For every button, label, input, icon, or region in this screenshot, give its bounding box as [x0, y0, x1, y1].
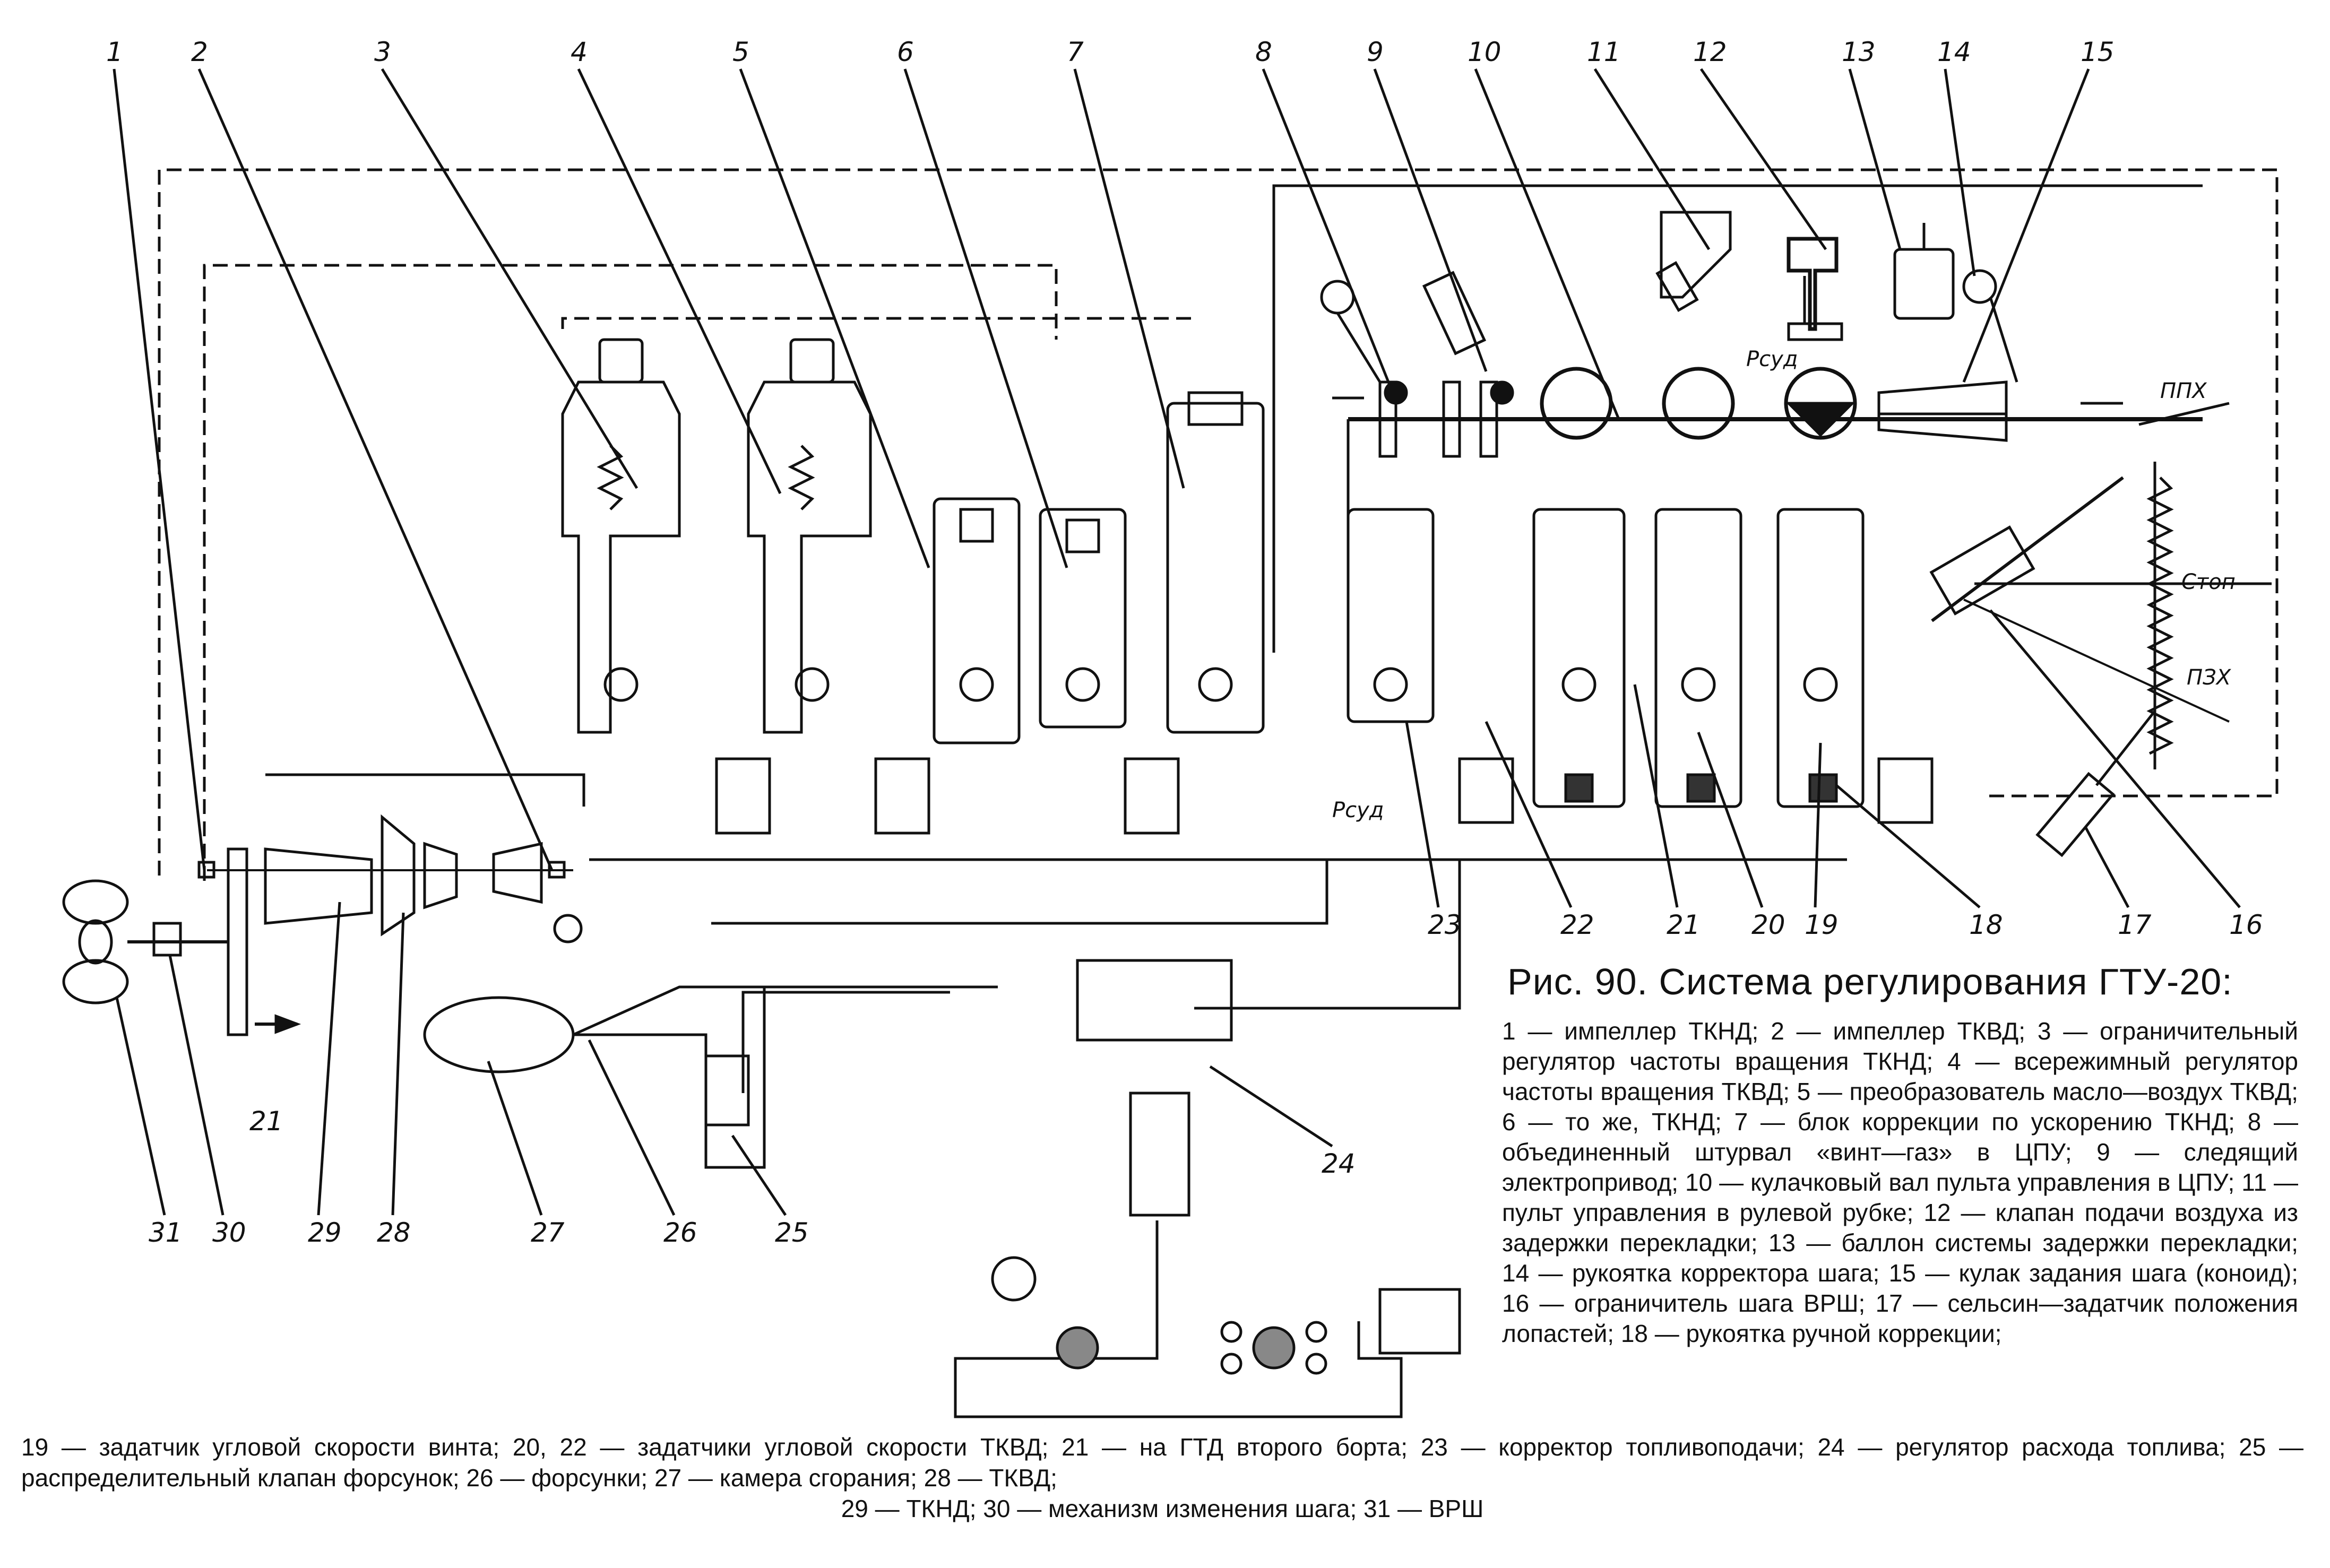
bottom-callouts: 31 30 29 28 27 26 25 24 23 22 21 20 19 1…: [115, 609, 2263, 1248]
callout-18: 18: [1969, 909, 2003, 940]
speed-setters: Pсуд: [1332, 508, 1934, 824]
callout-12: 12: [1693, 37, 1727, 67]
callout-20: 20: [1751, 909, 1785, 940]
callout-31: 31: [149, 1217, 183, 1248]
dashed-control-lines: [158, 168, 2279, 881]
callout-6: 6: [897, 37, 914, 67]
legend-right: 1 — импеллер ТКНД; 2 — импеллер ТКВД; 3 …: [1502, 1017, 2298, 1347]
fuel-pumps: [991, 1256, 1461, 1375]
callout-10: 10: [1468, 37, 1501, 67]
legend-bottom: 19 — задатчик угловой скорости винта; 20…: [21, 1432, 2303, 1524]
callout-23: 23: [1428, 909, 1462, 940]
callout-11: 11: [1587, 37, 1621, 67]
camshaft-assembly: [1272, 184, 2203, 653]
callout-1: 1: [106, 37, 123, 67]
callout-26: 26: [663, 1217, 697, 1248]
p-sud-top-label: Pсуд: [1746, 347, 1798, 371]
callout-9: 9: [1367, 37, 1384, 67]
callout-24: 24: [1322, 1148, 1356, 1179]
callout-4: 4: [571, 37, 588, 67]
callout-25: 25: [775, 1217, 809, 1248]
legend-bottom-last: 29 — ТКНД; 30 — механизм изменения шага;…: [841, 1495, 1484, 1522]
wheelhouse-devices: Pсуд: [1655, 211, 2018, 383]
callout-5: 5: [732, 37, 749, 67]
ppx-label: ППХ: [2160, 379, 2207, 403]
top-callouts: 1 2 3 4 5 6 7 8 9 10 11 12 13 14 15: [106, 37, 2115, 871]
callout-22: 22: [1560, 909, 1594, 940]
callout-30: 30: [212, 1217, 246, 1248]
callout-15: 15: [2081, 37, 2115, 67]
callout-8: 8: [1255, 37, 1272, 67]
pitch-limiter: ППХ Стоп ПЗХ: [1929, 379, 2272, 857]
callout-16: 16: [2229, 909, 2263, 940]
figure-caption: Рис. 90. Система регулирования ГТУ-20:: [1507, 961, 2233, 1002]
legend-bottom-text: 19 — задатчик угловой скорости винта; 20…: [21, 1433, 2303, 1492]
callout-3: 3: [374, 37, 391, 67]
callout-28: 28: [377, 1217, 411, 1248]
callout-21-left: 21: [249, 1106, 283, 1137]
pzx-label: ПЗХ: [2187, 665, 2232, 690]
p-sud-bottom-label: Pсуд: [1332, 798, 1384, 822]
callout-2: 2: [191, 37, 208, 67]
callout-7: 7: [1067, 37, 1084, 67]
callout-17: 17: [2118, 909, 2152, 940]
regulator-bank: [561, 338, 1265, 835]
callout-19: 19: [1805, 909, 1839, 940]
turbine-group: [197, 773, 998, 1169]
oil-lines: [589, 858, 1847, 1418]
callout-27: 27: [531, 1217, 565, 1248]
callout-13: 13: [1842, 37, 1876, 67]
propeller-group: 21: [62, 879, 301, 1137]
callout-14: 14: [1937, 37, 1971, 67]
stop-label: Стоп: [2181, 570, 2236, 594]
callout-21: 21: [1667, 909, 1701, 940]
callout-29: 29: [308, 1217, 342, 1248]
